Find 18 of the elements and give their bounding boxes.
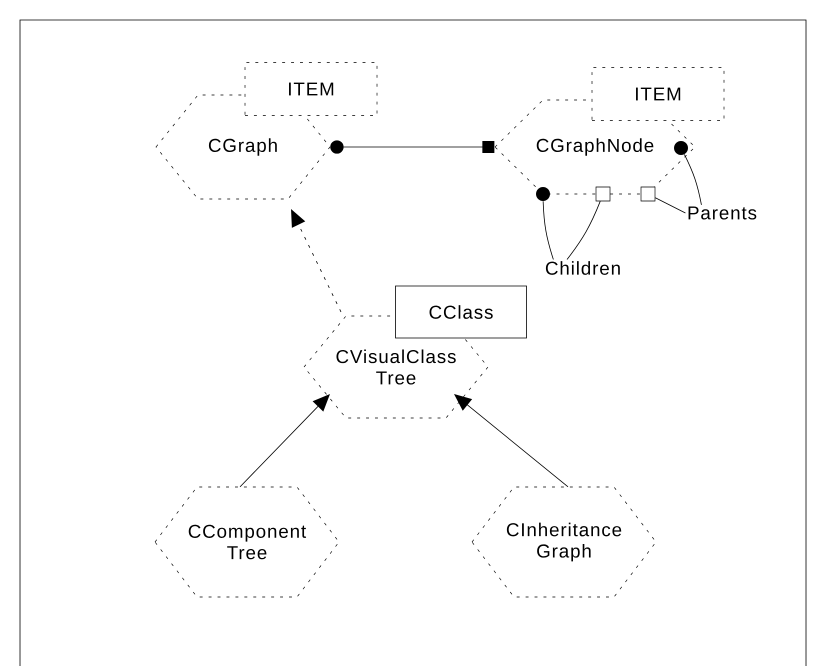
filled-dot xyxy=(536,187,550,201)
class-hexagon: CComponent Tree xyxy=(154,486,340,598)
leader-line xyxy=(542,200,554,260)
arrow xyxy=(454,394,568,488)
leader-line xyxy=(654,197,686,214)
label-text: Parents xyxy=(688,206,756,220)
label-text: Children xyxy=(546,261,620,275)
parameter-box: ITEM xyxy=(244,62,378,116)
leader-line xyxy=(684,154,702,206)
filled-dot xyxy=(674,141,688,155)
association-line xyxy=(330,140,494,154)
parameter-box: ITEM xyxy=(592,67,724,121)
arrow xyxy=(240,394,330,488)
open-square xyxy=(640,186,656,202)
open-square xyxy=(596,186,610,202)
leader-line xyxy=(566,200,601,260)
class-hexagon: CInheritance Graph xyxy=(472,486,656,598)
class-box: CClass xyxy=(395,286,527,338)
